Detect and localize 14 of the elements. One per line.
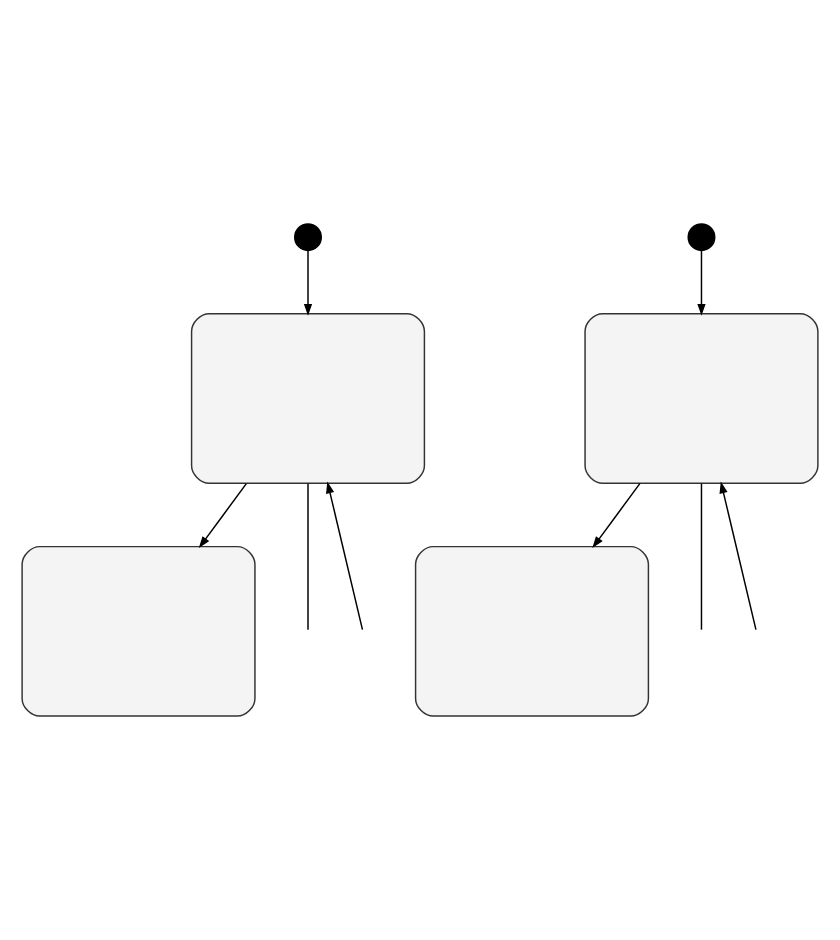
arrow: [303, 249, 313, 316]
connector: [307, 482, 309, 631]
arrow: [697, 249, 706, 316]
node-circle: [294, 223, 322, 252]
arrow: [326, 481, 364, 631]
node-box: [190, 313, 426, 484]
node-circle: [687, 223, 716, 252]
arrow: [198, 482, 248, 549]
node-box: [584, 313, 819, 484]
node-box: [414, 545, 650, 717]
arrow: [719, 481, 757, 631]
connector: [700, 482, 703, 631]
node-box: [21, 545, 256, 717]
arrow: [592, 482, 641, 549]
